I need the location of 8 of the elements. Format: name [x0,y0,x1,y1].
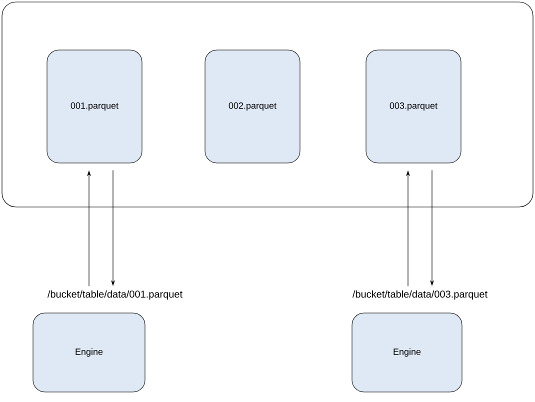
file-box: 002.parquet [204,50,300,164]
file-box: 003.parquet [366,50,462,164]
file-box: 001.parquet [46,50,142,164]
path-label: /bucket/table/data/001.parquet [47,290,182,300]
path-label: /bucket/table/data/003.parquet [352,290,488,300]
engine-box: Engine [32,312,146,392]
engine-box: Engine [352,312,462,392]
container-box [2,2,534,208]
